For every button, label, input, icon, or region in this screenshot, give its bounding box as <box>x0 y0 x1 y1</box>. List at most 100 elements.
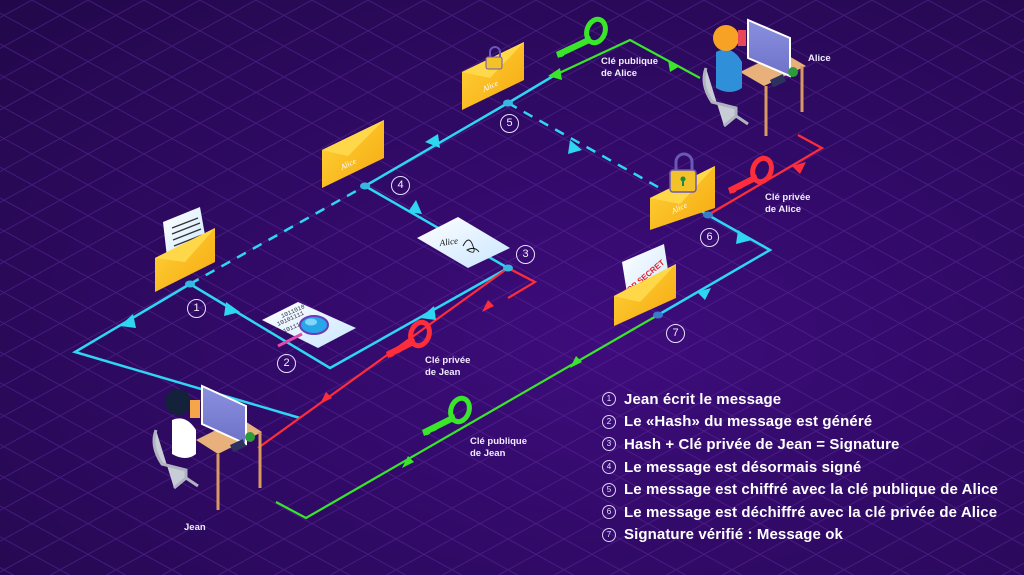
arrow-cyan-2 <box>224 302 240 316</box>
grid-line <box>0 320 462 575</box>
legend-text-5: Le message est chiffré avec la clé publi… <box>624 481 998 499</box>
jean-monitor-icon <box>201 384 247 446</box>
alice-name-label: Alice <box>808 53 831 64</box>
grid-line <box>0 43 966 575</box>
jean-public-key-label-line2: de Jean <box>470 448 506 459</box>
arrow-cyan-3 <box>420 306 436 320</box>
jean-public-key-label-line1: Clé publique <box>470 436 527 447</box>
grid-line <box>0 74 910 575</box>
grid-line <box>274 162 1024 575</box>
jean-public-key-label: Clé publique de Jean <box>470 436 527 460</box>
message-envelope-icon <box>155 207 215 292</box>
arrow-cyan-7 <box>736 230 752 244</box>
step-marker-7: 7 <box>666 324 685 343</box>
grid-line <box>0 0 873 481</box>
grid-line <box>330 193 1024 575</box>
alice-private-key-label-line1: Clé privée <box>765 192 811 203</box>
legend-number-6: 6 <box>602 505 616 520</box>
grid-line <box>386 223 1024 575</box>
arrow-cyan-1 <box>120 314 136 328</box>
grid-line <box>703 0 1024 177</box>
grid-line <box>815 0 1024 115</box>
padlock-icon <box>669 152 697 193</box>
jean-workstation-illustration <box>152 384 262 510</box>
legend-item-4: 4 Le message est désormais signé <box>602 456 998 479</box>
jean-name-label: Jean <box>184 522 206 533</box>
grid-line <box>442 254 1024 575</box>
step-marker-1: 1 <box>187 299 206 318</box>
jean-private-key-label-line1: Clé privée <box>425 355 471 366</box>
grid-line <box>0 0 985 542</box>
legend-item-1: 1 Jean écrit le message <box>602 388 998 411</box>
arrow-cyan-5 <box>425 134 440 148</box>
top-secret-envelope-icon: TOP SECRET <box>614 244 676 326</box>
legend-item-3: 3 Hash + Clé privée de Jean = Signature <box>602 433 998 456</box>
legend-text-1: Jean écrit le message <box>624 390 782 408</box>
chair-icon <box>152 429 199 490</box>
grid-line <box>0 166 742 575</box>
alice-private-key-icon <box>728 155 774 194</box>
grid-line <box>0 0 33 19</box>
magnifier-handle <box>277 332 303 348</box>
jean-public-key-icon <box>422 395 472 436</box>
steps-legend: 1 Jean écrit le message 2 Le «Hash» du m… <box>602 388 998 546</box>
hash-document-icon: 1011010 10101111 1011100 <box>262 302 356 348</box>
signature-card-name: Alice <box>438 236 459 249</box>
grid-line <box>666 377 1024 575</box>
step-marker-2: 2 <box>277 354 296 373</box>
grid-line <box>647 0 1024 208</box>
grid-line <box>0 105 854 575</box>
alice-public-key-label: Clé publique de Alice <box>601 56 658 80</box>
grid-line <box>0 0 481 265</box>
step-marker-3: 3 <box>516 245 535 264</box>
grid-line <box>199 0 1024 454</box>
legend-text-7: Signature vérifié : Message ok <box>624 526 843 544</box>
grid-line <box>778 439 1024 575</box>
alice-public-key-icon <box>556 16 608 58</box>
grid-line <box>0 0 537 296</box>
grid-line <box>498 285 1024 575</box>
step-marker-4: 4 <box>391 176 410 195</box>
grid-line <box>0 0 425 234</box>
legend-text-2: Le «Hash» du message est généré <box>624 413 873 431</box>
grid-line <box>0 474 182 575</box>
grid-line <box>0 536 70 575</box>
grid-line <box>0 0 817 450</box>
grid-line <box>162 100 1024 575</box>
grid-line <box>722 408 1024 575</box>
grid-line <box>0 443 238 575</box>
chair-icon <box>702 67 749 128</box>
plant-icon <box>245 432 255 442</box>
grid-line <box>255 0 1024 423</box>
legend-text-3: Hash + Clé privée de Jean = Signature <box>624 435 900 453</box>
step-marker-5: 5 <box>500 114 519 133</box>
jean-private-key-label: Clé privée de Jean <box>425 355 470 379</box>
plant-icon <box>788 67 798 77</box>
flow-nodes <box>185 99 713 319</box>
decrypting-envelope-icon: Alice <box>650 152 715 230</box>
grid-line <box>0 289 518 575</box>
alice-public-key-label-line1: Clé publique <box>601 56 658 67</box>
legend-item-5: 5 Le message est chiffré avec la clé pub… <box>602 478 998 501</box>
legend-number-2: 2 <box>602 414 616 429</box>
grid-line <box>0 228 630 575</box>
private-key-flow-path <box>257 134 825 449</box>
grid-line <box>0 0 705 388</box>
signed-envelope-icon: Alice <box>322 120 384 188</box>
grid-line <box>834 470 1024 575</box>
grid-line <box>0 413 294 575</box>
alice-private-key-label-line2: de Alice <box>765 204 802 215</box>
alice-head <box>713 25 739 51</box>
legend-number-3: 3 <box>602 437 616 452</box>
grid-line <box>0 197 686 575</box>
arrow-green-1 <box>402 456 414 468</box>
grid-line <box>0 0 929 511</box>
step-marker-6: 6 <box>700 228 719 247</box>
legend-item-6: 6 Le message est déchiffré avec la clé p… <box>602 501 998 524</box>
grid-line <box>0 0 313 173</box>
legend-number-7: 7 <box>602 527 616 542</box>
grid-line <box>610 347 1024 575</box>
